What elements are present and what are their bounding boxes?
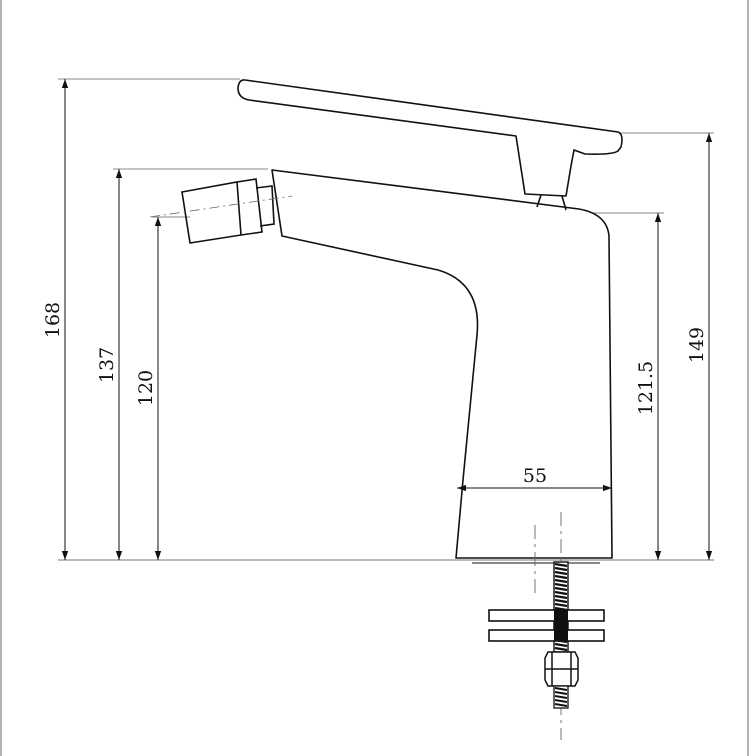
- lever-handle: [237, 79, 623, 197]
- thread-mark: [554, 646, 568, 652]
- washer-upper: [488, 609, 605, 622]
- spray-head-ring: [236, 178, 263, 236]
- dim-label-overall-height: 168: [42, 302, 64, 338]
- thread-mark: [554, 566, 568, 572]
- thread-mark: [554, 582, 568, 588]
- hex-nut: [544, 651, 579, 687]
- thread-mark: [554, 574, 568, 580]
- thread-mark: [554, 687, 568, 691]
- thread-mark: [554, 578, 568, 584]
- spray-head-cap: [181, 181, 242, 244]
- dim-label-body-height: 121.5: [635, 361, 657, 415]
- lever-stem-right: [561, 195, 567, 211]
- spray-head: [149, 178, 293, 244]
- thread-mark: [554, 691, 568, 695]
- thread-mark: [554, 598, 568, 604]
- dim-label-base-width: 55: [523, 465, 547, 487]
- dim-label-lever-height: 149: [686, 327, 708, 363]
- thread-mark: [554, 695, 568, 699]
- rod-through-washers: [554, 610, 568, 641]
- thread-mark: [554, 562, 568, 568]
- spray-head-connector: [255, 185, 275, 227]
- thread-mark: [554, 590, 568, 596]
- thread-mark: [554, 586, 568, 592]
- spray-centerline: [149, 195, 293, 218]
- thread-mark: [554, 703, 568, 707]
- thread-mark: [554, 594, 568, 600]
- washer-lower: [488, 629, 605, 642]
- thread-mark: [554, 699, 568, 703]
- lever-stem-left: [536, 194, 542, 208]
- thread-mark: [554, 602, 568, 608]
- faucet-body: [271, 169, 613, 559]
- thread-mark: [554, 642, 568, 648]
- rod-end: [553, 685, 569, 709]
- dim-label-spray-outlet-height: 120: [135, 370, 157, 406]
- dim-label-spray-head-height: 137: [96, 347, 118, 383]
- thread-mark: [554, 570, 568, 576]
